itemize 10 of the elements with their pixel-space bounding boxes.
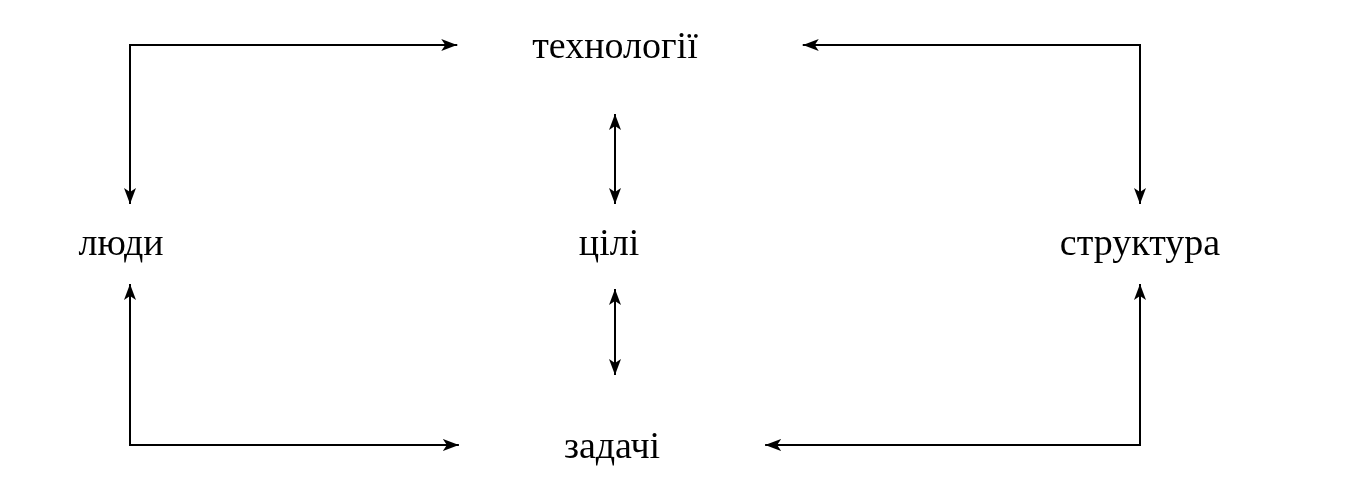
node-label: структура	[1059, 223, 1221, 261]
node-label: технології	[532, 26, 698, 64]
node-label: люди	[78, 223, 164, 261]
node-label: задачі	[563, 426, 661, 464]
double-arrow	[801, 39, 1146, 205]
double-arrow	[764, 283, 1146, 451]
node-label: цілі	[578, 223, 640, 261]
double-arrow	[609, 288, 621, 376]
double-arrow	[124, 39, 459, 205]
double-arrow	[124, 283, 460, 451]
